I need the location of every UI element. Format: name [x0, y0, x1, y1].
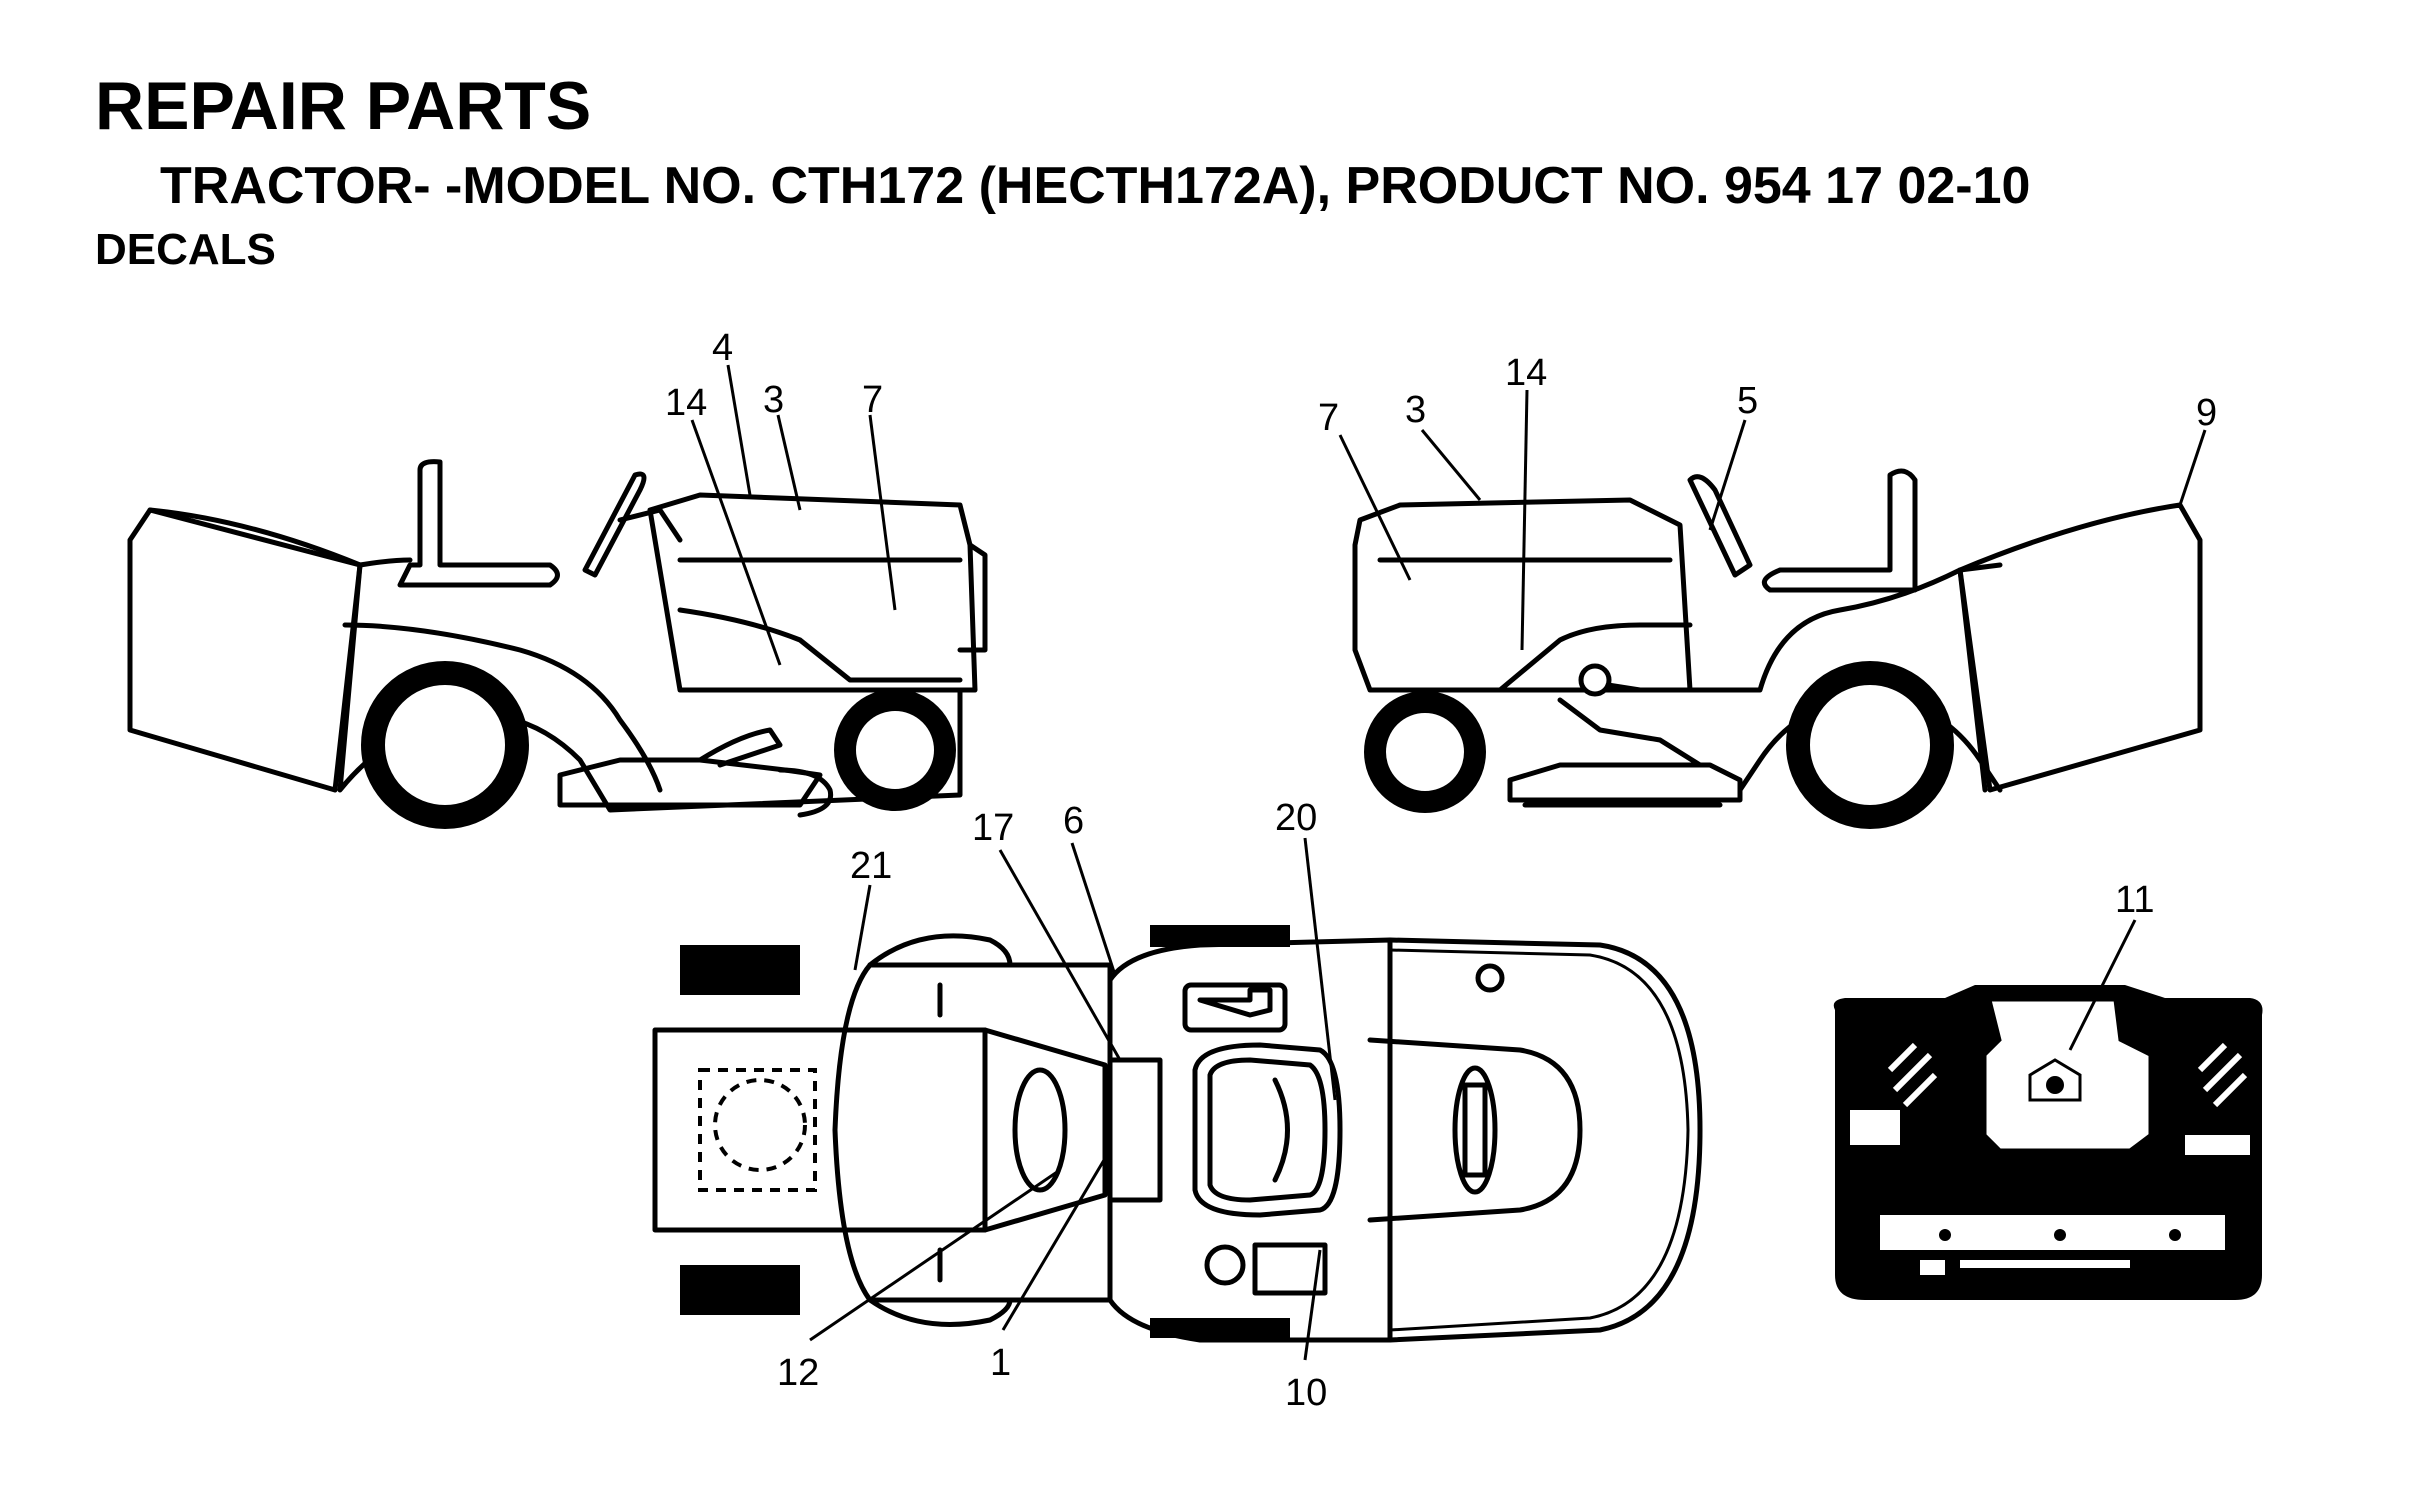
top-hood [1387, 937, 1703, 1343]
section-heading: DECALS [95, 225, 276, 274]
left-steering-wheel [582, 471, 647, 578]
top-fender-upper [867, 933, 1013, 968]
callout-left-4: 4 [712, 327, 733, 369]
callout-right-3: 3 [1405, 389, 1426, 431]
right-rear-wheel [1786, 661, 1954, 829]
callout-top-1: 1 [990, 1342, 1011, 1384]
callout-top-21: 21 [850, 845, 892, 887]
right-mower-deck [1507, 762, 1743, 803]
callout-panel-11: 11 [2115, 879, 2154, 921]
top-rear-tire-lower [680, 1265, 800, 1315]
left-rear-wheel [361, 661, 529, 829]
tractor-right-side-view [1352, 468, 2203, 829]
callout-top-17: 17 [972, 807, 1014, 849]
callout-top-20: 20 [1275, 797, 1317, 839]
callout-right-14: 14 [1505, 352, 1547, 394]
tractor-left-side-view [127, 459, 988, 829]
right-rear-fender [1687, 562, 2003, 693]
dash-panel-view [1833, 985, 2263, 1300]
page-title: REPAIR PARTS [95, 68, 592, 144]
leader-lines [690, 364, 2207, 1361]
top-lift-lever [1182, 982, 1288, 1033]
top-hood-vent [1452, 1065, 1498, 1195]
left-bag [127, 507, 363, 793]
callout-right-9: 9 [2196, 392, 2217, 434]
left-front-wheel [834, 689, 956, 811]
top-rear-tire-upper [680, 945, 800, 995]
left-hood [647, 492, 978, 693]
top-seat [1192, 1042, 1343, 1218]
right-steering-wheel [1687, 474, 1753, 578]
left-seat [397, 459, 560, 588]
callout-left-7: 7 [862, 379, 883, 421]
callout-numbers: 4 14 3 7 7 3 14 5 9 21 17 6 20 12 1 10 1… [665, 327, 2217, 1414]
right-seat [1761, 468, 1918, 593]
right-bag [1957, 502, 2203, 793]
callout-right-7: 7 [1318, 397, 1339, 439]
left-bag-top [147, 507, 413, 568]
callout-top-12: 12 [777, 1352, 819, 1394]
model-subtitle: TRACTOR- -MODEL NO. CTH172 (HECTH172A), … [160, 157, 2031, 215]
callout-top-10: 10 [1285, 1372, 1327, 1414]
right-front-wheel [1364, 691, 1486, 813]
tractor-top-view [652, 925, 1703, 1343]
left-mower-deck [557, 757, 823, 808]
callout-top-6: 6 [1063, 800, 1084, 842]
callout-right-5: 5 [1737, 380, 1758, 422]
left-fender-curve [342, 622, 663, 793]
callout-left-14: 14 [665, 382, 707, 424]
callout-left-3: 3 [763, 379, 784, 421]
top-grass-bag [652, 1027, 988, 1233]
